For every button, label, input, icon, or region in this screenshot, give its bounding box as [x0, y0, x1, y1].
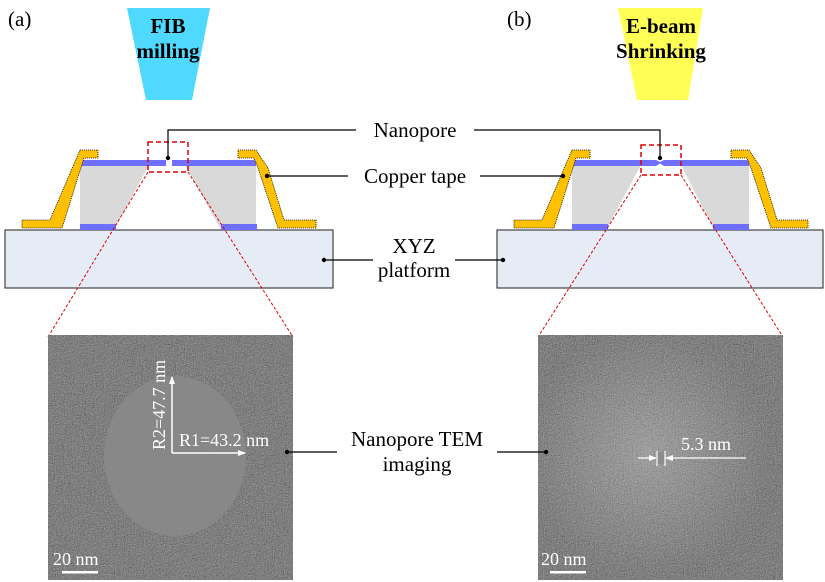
tem-image-a: R1=43.2 nm R2=47.7 nm 20 nm: [48, 335, 293, 580]
nanopore-leader-left: [167, 129, 356, 158]
tem-dot-a: [284, 449, 290, 455]
copper-dot-b: [560, 173, 566, 179]
bottom-layer-right-b: [713, 224, 749, 230]
scale-bar-label-b: 20 nm: [541, 549, 587, 569]
platform-label-line1: XYZ: [392, 234, 435, 258]
copper-dot-a: [264, 173, 270, 179]
chip-left-a: [80, 163, 150, 228]
panel-a: (a) FIB milling R1=43.2 nm: [4, 7, 334, 580]
panel-b: (b) E-beam Shrinking: [496, 7, 824, 580]
panel-a-tag: (a): [8, 7, 31, 31]
copper-tape-right-b: [730, 149, 809, 229]
zoom-line-left-a: [47, 171, 149, 338]
tem-image-b: 5.3 nm 20 nm: [538, 335, 783, 580]
r2-label: R2=47.7 nm: [149, 360, 169, 450]
copper-tape-label: Copper tape: [364, 164, 466, 188]
panel-b-tag: (b): [507, 7, 532, 31]
ebeam-label-line1: E-beam: [626, 14, 697, 38]
nanopore-region-b: [656, 452, 665, 464]
bottom-layer-left-a: [80, 224, 116, 230]
xyz-platform-a: [4, 229, 334, 289]
membrane-right-a: [172, 160, 256, 166]
chip-right-b: [680, 163, 749, 228]
callouts: Nanopore Copper tape XYZ platform Nanopo…: [165, 118, 663, 476]
xyz-platform-b: [496, 229, 824, 289]
membrane-b: [572, 160, 749, 166]
fib-beam-label-line1: FIB: [150, 14, 185, 38]
nanopore-dot-b: [657, 155, 663, 161]
zoom-line-left-b: [537, 174, 642, 338]
nanopore-label: Nanopore: [374, 118, 457, 142]
platform-label-line2: platform: [378, 258, 450, 282]
nanopore-dot-a: [165, 155, 171, 161]
ebeam-label-line2: Shrinking: [616, 39, 706, 63]
bottom-layer-right-a: [221, 224, 257, 230]
nanopore-region-a: [104, 376, 246, 536]
membrane-left-a: [80, 160, 166, 166]
tem-dot-b: [543, 449, 549, 455]
zoom-line-right-b: [680, 174, 784, 338]
diameter-label: 5.3 nm: [681, 434, 731, 454]
r1-label: R1=43.2 nm: [179, 430, 269, 450]
copper-tape-left-b: [513, 149, 591, 229]
zoom-line-right-a: [187, 171, 294, 338]
fib-beam-shape: [127, 8, 210, 100]
zoom-box-b: [640, 144, 682, 176]
scale-bar-b: [550, 571, 586, 574]
tem-label-line1: Nanopore TEM: [351, 427, 483, 451]
nanopore-leader-right: [474, 129, 661, 158]
scale-bar-a: [62, 571, 98, 574]
ebeam-shape: [618, 8, 703, 100]
platform-dot-b: [500, 257, 506, 263]
fib-beam-label-line2: milling: [136, 39, 200, 63]
platform-dot-a: [321, 257, 327, 263]
copper-tape-left-a: [21, 149, 99, 229]
bottom-layer-left-b: [572, 224, 608, 230]
chip-right-a: [184, 163, 256, 228]
tem-label-line2: imaging: [383, 452, 452, 476]
scale-bar-label-a: 20 nm: [53, 549, 99, 569]
copper-tape-right-a: [237, 149, 317, 229]
chip-left-b: [572, 163, 642, 228]
